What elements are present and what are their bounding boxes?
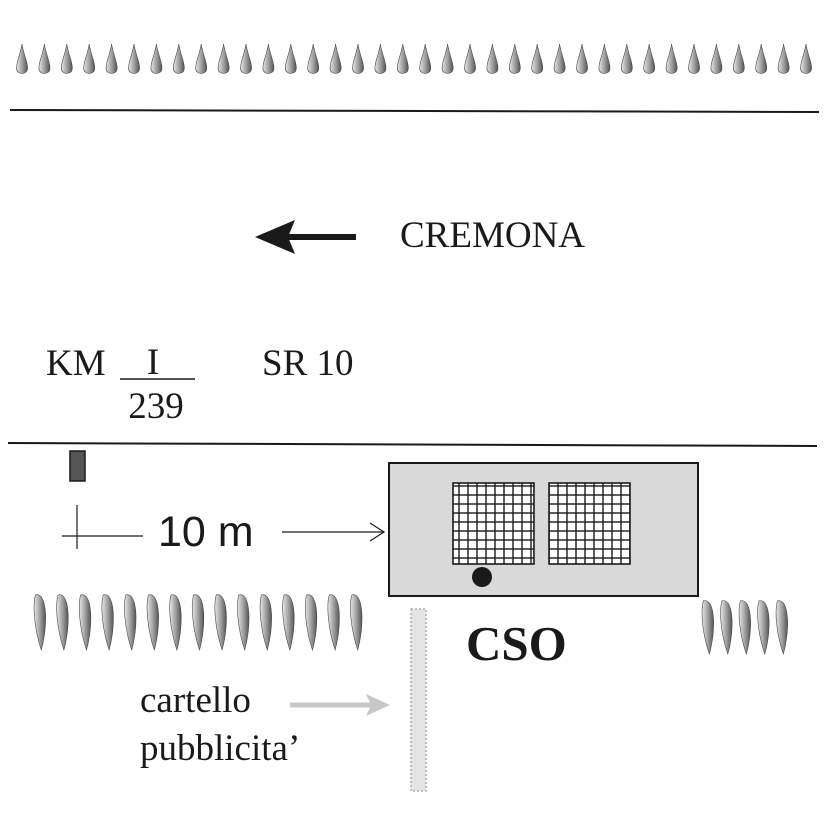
building-label: CSO bbox=[466, 616, 567, 671]
sign-arrow bbox=[290, 694, 390, 716]
tree-icon bbox=[350, 594, 363, 652]
tree-icon bbox=[305, 594, 318, 652]
tree-icon bbox=[531, 43, 544, 74]
tree-icon bbox=[775, 600, 788, 655]
tree-row-bottom-left bbox=[33, 594, 363, 652]
tree-icon bbox=[688, 43, 700, 74]
tree-icon bbox=[396, 43, 409, 74]
tree-icon bbox=[16, 43, 28, 74]
tree-icon bbox=[83, 43, 96, 74]
tree-icon bbox=[169, 594, 182, 652]
km-prefix: KM bbox=[46, 343, 106, 384]
reference-cross bbox=[62, 505, 143, 549]
tree-icon bbox=[128, 43, 140, 74]
tree-icon bbox=[576, 43, 588, 74]
tree-icon bbox=[124, 594, 137, 652]
tree-row-top bbox=[16, 43, 812, 74]
distance-arrow bbox=[282, 522, 386, 542]
tree-icon bbox=[282, 594, 295, 652]
window-grid-left bbox=[452, 482, 535, 565]
window-grid-right bbox=[548, 482, 631, 565]
tree-icon bbox=[755, 43, 768, 74]
tree-row-bottom-right bbox=[701, 600, 788, 655]
road-edge-bottom bbox=[7, 442, 818, 447]
tree-icon bbox=[284, 43, 297, 74]
tree-icon bbox=[720, 600, 733, 655]
tree-icon bbox=[553, 43, 566, 74]
tree-icon bbox=[800, 43, 812, 74]
tree-icon bbox=[777, 43, 790, 74]
tree-icon bbox=[101, 594, 114, 652]
tree-icon bbox=[38, 43, 51, 74]
pole-marker-icon bbox=[69, 450, 86, 482]
advertising-sign bbox=[410, 608, 427, 792]
road-code: SR 10 bbox=[262, 343, 354, 384]
direction-label: CREMONA bbox=[400, 215, 585, 256]
tree-icon bbox=[738, 600, 751, 655]
distance-label: 10 m bbox=[158, 508, 254, 556]
tree-icon bbox=[56, 594, 69, 652]
tree-icon bbox=[192, 594, 205, 652]
tree-icon bbox=[665, 43, 678, 74]
tree-icon bbox=[146, 594, 159, 652]
tree-icon bbox=[262, 43, 275, 74]
tree-icon bbox=[710, 43, 723, 74]
tree-icon bbox=[732, 43, 745, 74]
tree-icon bbox=[701, 600, 714, 655]
tree-icon bbox=[240, 43, 252, 74]
tree-icon bbox=[79, 594, 92, 652]
tree-icon bbox=[419, 43, 432, 74]
tree-icon bbox=[757, 600, 770, 655]
tree-icon bbox=[441, 43, 454, 74]
tree-icon bbox=[217, 43, 230, 74]
tree-icon bbox=[60, 43, 73, 74]
tree-icon bbox=[508, 43, 521, 74]
sign-label-line1: cartello bbox=[140, 680, 251, 721]
tree-icon bbox=[307, 43, 320, 74]
tree-icon bbox=[172, 43, 185, 74]
tree-icon bbox=[237, 594, 250, 652]
tree-icon bbox=[598, 43, 611, 74]
tree-icon bbox=[620, 43, 633, 74]
tree-icon bbox=[329, 43, 342, 74]
tree-icon bbox=[643, 43, 656, 74]
km-denominator: 239 bbox=[128, 386, 184, 427]
arrow-left-icon bbox=[255, 220, 356, 254]
km-numerator: I bbox=[147, 342, 159, 383]
tree-icon bbox=[214, 594, 227, 652]
tree-icon bbox=[486, 43, 499, 74]
tree-icon bbox=[352, 43, 364, 74]
tree-icon bbox=[105, 43, 118, 74]
tree-icon bbox=[195, 43, 208, 74]
tree-icon bbox=[464, 43, 476, 74]
road-edge-top bbox=[9, 109, 820, 113]
sign-label-line2: pubblicita’ bbox=[140, 728, 300, 769]
tree-icon bbox=[150, 43, 163, 74]
building-box bbox=[388, 462, 699, 597]
tree-icon bbox=[33, 594, 46, 652]
tree-icon bbox=[259, 594, 272, 652]
tree-icon bbox=[374, 43, 387, 74]
tree-icon bbox=[327, 594, 340, 652]
dot-icon bbox=[472, 567, 492, 587]
